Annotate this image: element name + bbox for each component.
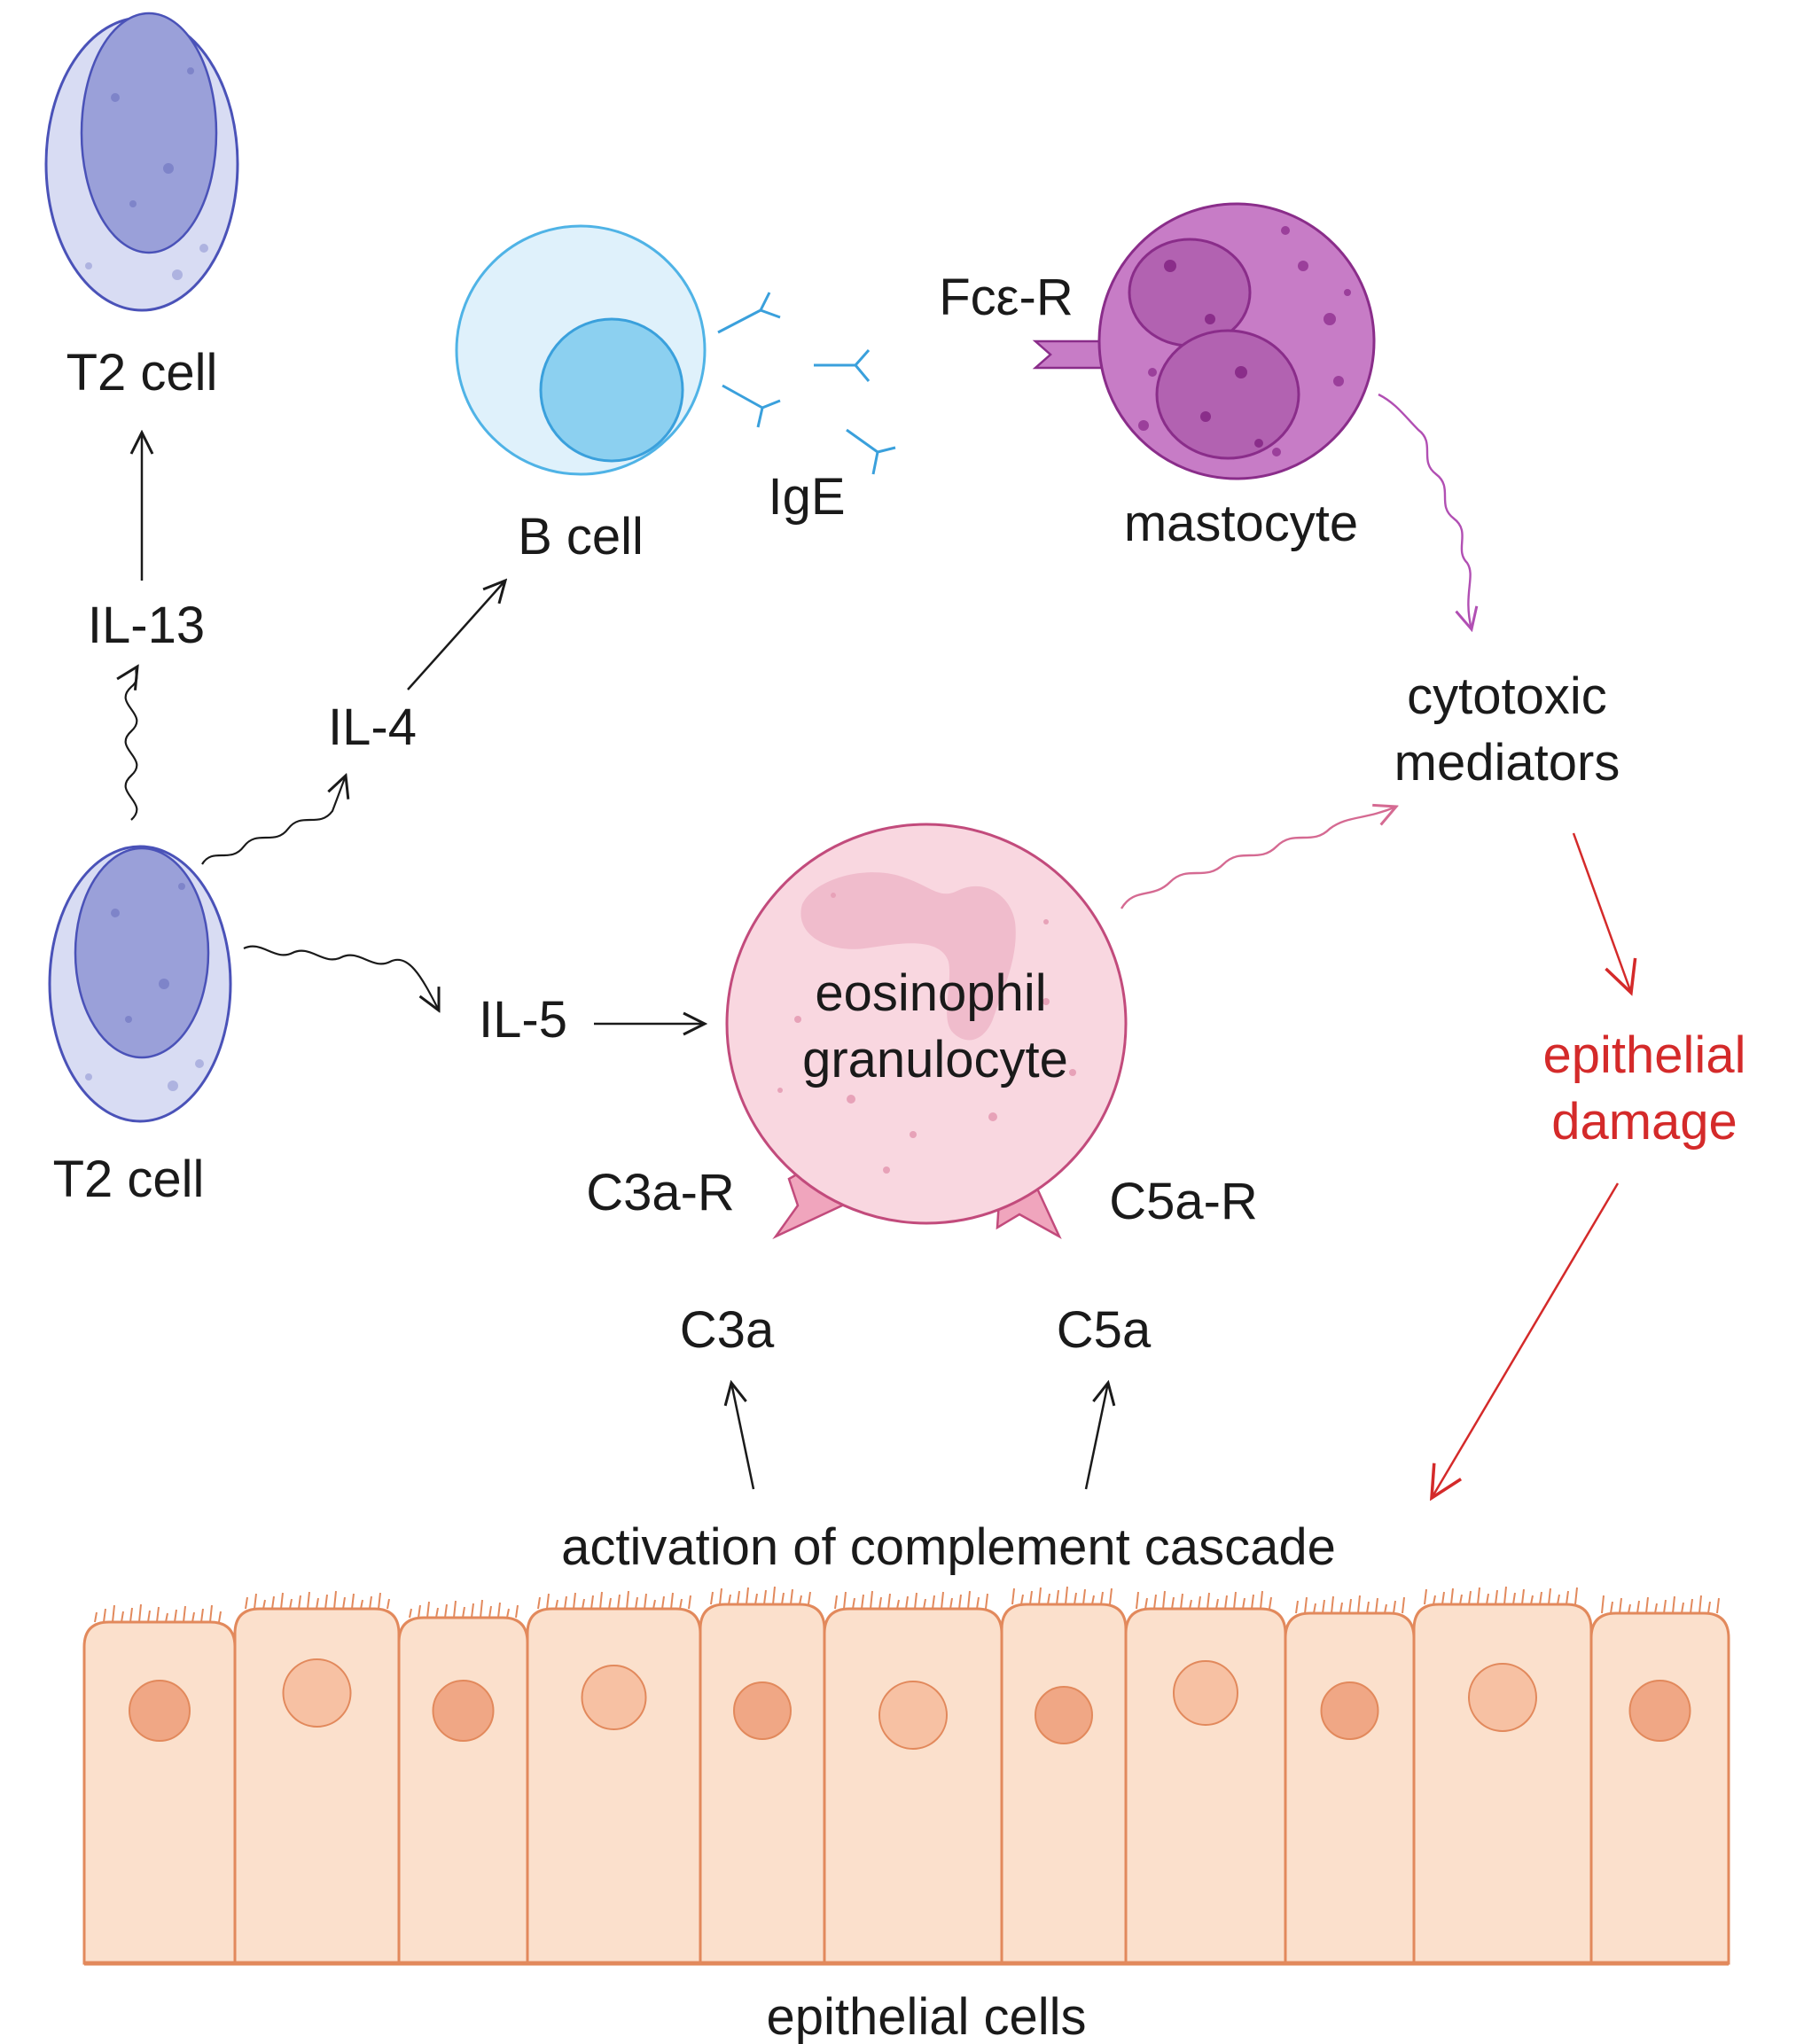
ige-antibody — [814, 349, 871, 382]
wavy-arrow-mastocyte-to-mediators — [1378, 393, 1472, 629]
epithelial-nucleus — [1320, 1681, 1379, 1740]
c5a-r-label: C5a-R — [1109, 1173, 1258, 1230]
mastocyte-label: mastocyte — [1124, 495, 1358, 552]
cytotoxic-label-line2: mediators — [1394, 734, 1620, 792]
epithelial-cell — [82, 1603, 237, 1965]
epithelial-nucleus — [1173, 1660, 1238, 1726]
ige-antibody — [846, 428, 896, 475]
epithelial-nucleus — [282, 1658, 352, 1728]
epithelial-damage-label-line1: epithelial — [1543, 1026, 1746, 1084]
il5-label: IL-5 — [479, 991, 567, 1049]
arrow-damage-to-complement — [1429, 1182, 1620, 1502]
epithelial-cell — [1412, 1586, 1593, 1965]
t2-cell-top-label: T2 cell — [66, 344, 218, 402]
epithelial-nucleus — [733, 1681, 792, 1740]
t2-cell-bottom — [48, 845, 232, 1123]
t2-cell-bottom-label: T2 cell — [53, 1151, 205, 1208]
wavy-arrow-t2-to-il4 — [201, 776, 346, 865]
epithelial-cell — [397, 1599, 529, 1965]
epithelial-cell — [526, 1590, 702, 1965]
arrow-complement-to-c5a — [1084, 1383, 1108, 1490]
epithelial-damage-label-line2: damage — [1551, 1093, 1737, 1151]
epithelial-cell — [823, 1590, 1003, 1965]
epithelial-nucleus — [1468, 1663, 1537, 1732]
c3a-r-label: C3a-R — [586, 1164, 735, 1221]
epithelial-cell — [233, 1590, 401, 1965]
epithelial-cell — [1589, 1595, 1730, 1965]
arrow-complement-to-c3a — [731, 1383, 755, 1490]
epithelial-nucleus — [1628, 1680, 1691, 1742]
arrow-il4-to-b-cell — [407, 581, 505, 690]
epithelial-nucleus — [129, 1680, 191, 1742]
t2-cell-top — [44, 12, 239, 312]
epithelial-nucleus — [432, 1680, 495, 1742]
epithelial-cell — [1284, 1595, 1416, 1965]
arrow-mediators-to-damage — [1572, 832, 1637, 996]
mastocyte — [1097, 202, 1376, 480]
epithelial-cell — [1124, 1590, 1287, 1965]
il4-label: IL-4 — [328, 698, 417, 756]
b-cell-label: B cell — [518, 508, 644, 566]
eosinophil-granulocyte — [725, 823, 1128, 1225]
complement-label: activation of complement cascade — [561, 1518, 1336, 1576]
fce-r-label: Fcε-R — [939, 269, 1074, 326]
wavy-arrow-t2-to-il5 — [243, 945, 439, 1010]
eosinophil-label-line2: granulocyte — [802, 1031, 1068, 1088]
eosinophil-label-line1: eosinophil — [815, 964, 1046, 1022]
c5a-label: C5a — [1057, 1301, 1152, 1359]
epithelial-cell — [699, 1586, 826, 1965]
epithelial-nucleus — [581, 1665, 647, 1730]
wavy-arrow-t2-to-il13 — [126, 667, 137, 821]
il13-label: IL-13 — [88, 597, 205, 654]
fce-receptor — [1032, 339, 1105, 370]
b-cell — [455, 224, 707, 476]
ige-antibody — [717, 292, 781, 334]
wavy-arrow-eosinophil-to-mediators — [1120, 807, 1396, 909]
epithelial-nucleus — [878, 1681, 948, 1750]
ige-antibodies — [717, 292, 896, 475]
epithelial-cell — [1000, 1586, 1128, 1965]
c3a-label: C3a — [680, 1301, 775, 1359]
epithelial-cells-label: epithelial cells — [766, 1988, 1086, 2044]
cytotoxic-label-line1: cytotoxic — [1407, 667, 1607, 725]
ige-antibody — [722, 384, 781, 428]
ige-label: IgE — [768, 468, 845, 526]
epithelial-nucleus — [1035, 1686, 1093, 1744]
epithelial-cell-layer — [82, 1586, 1730, 1966]
